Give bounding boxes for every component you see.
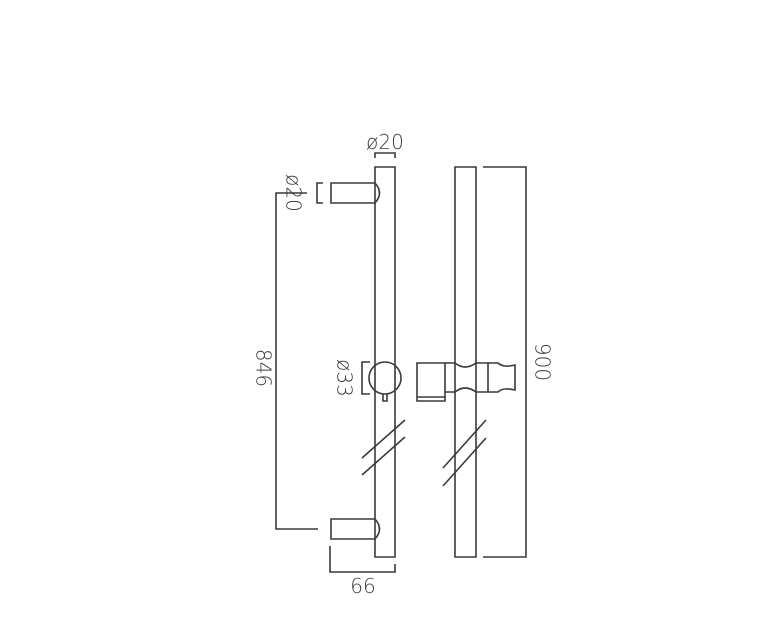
break-line: [442, 419, 487, 469]
dim-knob-diameter: ø33: [333, 359, 370, 397]
dim-overall-length: 900: [483, 166, 555, 558]
dim-knob-diameter-label: ø33: [333, 359, 357, 397]
rail-side: [374, 166, 396, 558]
dim-rail-diameter-label: ø20: [366, 130, 404, 154]
dim-bracket-centers-label: 846: [252, 349, 276, 387]
handset-holder: [416, 362, 446, 402]
dim-rail-diameter: ø20: [366, 130, 404, 158]
slider-knob: [368, 361, 402, 395]
slider-grip: [488, 362, 516, 393]
rail-front: [454, 166, 477, 558]
dim-overall-length-label: 900: [531, 343, 555, 381]
break-line: [361, 436, 406, 476]
dim-projection: 66: [329, 546, 396, 598]
break-line: [361, 419, 406, 459]
knob-stem: [382, 394, 388, 402]
bottom-wall-bracket: [330, 518, 381, 540]
slider-body: [445, 362, 489, 393]
dim-bracket-centers: 846: [252, 192, 318, 530]
dim-projection-label: 66: [350, 574, 375, 598]
front-view: [416, 166, 516, 558]
top-wall-bracket: [330, 182, 381, 204]
side-view: [330, 166, 406, 558]
break-line: [442, 437, 487, 487]
